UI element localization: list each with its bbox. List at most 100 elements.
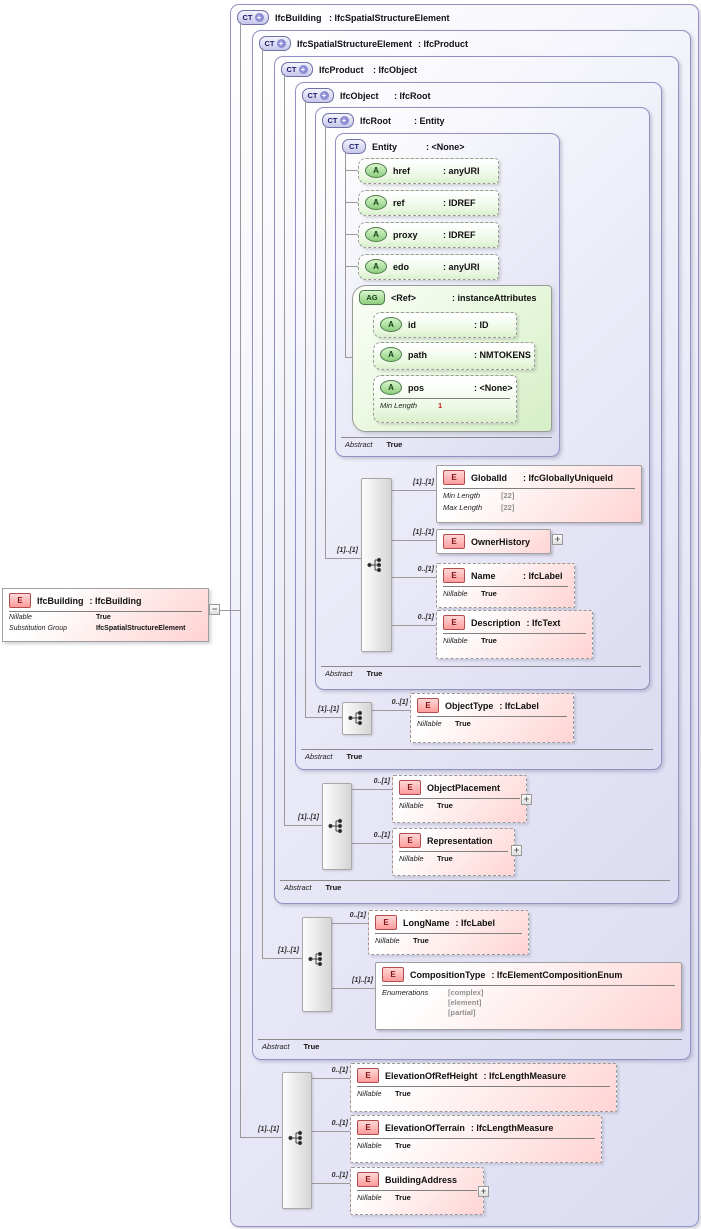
complex-type-expand-icon[interactable]: CT+ [237, 10, 269, 25]
expand-button[interactable]: + [552, 534, 563, 545]
facet-label: Nillable [443, 589, 468, 598]
facet-label: Min Length [443, 491, 481, 500]
connector [390, 625, 436, 626]
divider [357, 1190, 477, 1191]
connector [370, 710, 410, 711]
complex-type-expand-icon[interactable]: CT+ [322, 113, 354, 128]
sequence-cardinality-label: [1]..[1] [298, 814, 319, 821]
connector [240, 22, 241, 1137]
element-icon: E [443, 615, 465, 630]
attribute-group-icon: AG [359, 290, 385, 305]
expand-button[interactable]: + [511, 845, 522, 856]
facet-label: Nillable [417, 719, 442, 728]
collapse-button[interactable]: − [209, 604, 220, 615]
facet-label: Min Length [380, 401, 418, 410]
facet-label: Nillable [375, 936, 400, 945]
abstract-value: True [346, 752, 363, 761]
element-name: CompositionType [410, 969, 486, 980]
enumeration-value: [complex] [448, 988, 484, 997]
connector [330, 988, 375, 989]
facet-value: [22] [501, 491, 515, 500]
facet-value: True [481, 589, 497, 598]
divider [357, 1086, 610, 1087]
attribute-name: ref [393, 197, 405, 208]
divider [443, 633, 586, 634]
expand-button[interactable]: + [478, 1186, 489, 1197]
connector [345, 266, 358, 267]
ct-base-type: : IfcRoot [394, 90, 431, 101]
enumeration-values: [complex] [element] [partial] [448, 988, 483, 1018]
divider [382, 985, 675, 986]
cardinality-label: 0..[1] [391, 699, 408, 706]
ct-header-ifcroot: CT+ IfcRoot : Entity [316, 108, 649, 128]
element-type: : IfcBuilding [89, 595, 142, 606]
complex-type-icon: CT [342, 139, 366, 154]
sequence-icon [308, 951, 323, 967]
connector [390, 577, 436, 578]
element-type: : IfcGloballyUniqueId [523, 472, 614, 483]
footer-divider [301, 749, 653, 750]
complex-type-expand-icon[interactable]: CT+ [259, 36, 291, 51]
facet-value: True [96, 614, 111, 621]
divider [443, 488, 635, 489]
attribute-name: edo [393, 261, 410, 272]
divider [375, 933, 522, 934]
divider [417, 716, 567, 717]
ct-glyph: CT [349, 142, 359, 151]
divider [399, 851, 508, 852]
sequence-compositor [302, 917, 332, 1012]
complex-type-expand-icon[interactable]: CT+ [281, 62, 313, 77]
ct-name: IfcSpatialStructureElement [297, 38, 413, 49]
element-name: IfcBuilding [37, 595, 84, 606]
footer-divider [280, 880, 670, 881]
attribute-icon: A [380, 380, 402, 395]
element-name: ObjectPlacement [427, 782, 501, 793]
element-icon: E [357, 1172, 379, 1187]
connector [310, 1131, 350, 1132]
expand-button[interactable]: + [521, 794, 532, 805]
abstract-value: True [303, 1042, 320, 1051]
cardinality-label: [1]..[1] [413, 529, 434, 536]
footer-divider [321, 666, 641, 667]
element-icon: E [357, 1120, 379, 1135]
attribute-name: proxy [393, 229, 418, 240]
facet-label: Nillable [399, 854, 424, 863]
connector [284, 825, 322, 826]
cardinality-label: [1]..[1] [352, 977, 373, 984]
element-name: ElevationOfRefHeight [385, 1070, 478, 1081]
abstract-value: True [366, 669, 383, 678]
ct-base-type: : IfcProduct [418, 38, 469, 49]
attribute-icon: A [365, 227, 387, 242]
connector [305, 717, 342, 718]
facet-label: Nillable [9, 614, 32, 621]
facet-label: Nillable [399, 801, 424, 810]
cardinality-label: 0..[1] [331, 1172, 348, 1179]
facet-value: True [413, 936, 429, 945]
connector [350, 843, 392, 844]
cardinality-label: 0..[1] [373, 778, 390, 785]
attribute-icon: A [365, 259, 387, 274]
connector [350, 789, 392, 790]
divider [399, 798, 520, 799]
facet-label: Nillable [443, 636, 468, 645]
abstract-label: Abstract [284, 883, 312, 892]
sequence-icon [328, 818, 343, 834]
element-name: Representation [427, 835, 493, 846]
complex-type-expand-icon[interactable]: CT+ [302, 88, 334, 103]
cardinality-label: 0..[1] [331, 1067, 348, 1074]
sequence-compositor [322, 783, 352, 870]
connector [330, 923, 368, 924]
sequence-icon [348, 710, 363, 726]
connector [390, 490, 436, 491]
connector [390, 540, 436, 541]
